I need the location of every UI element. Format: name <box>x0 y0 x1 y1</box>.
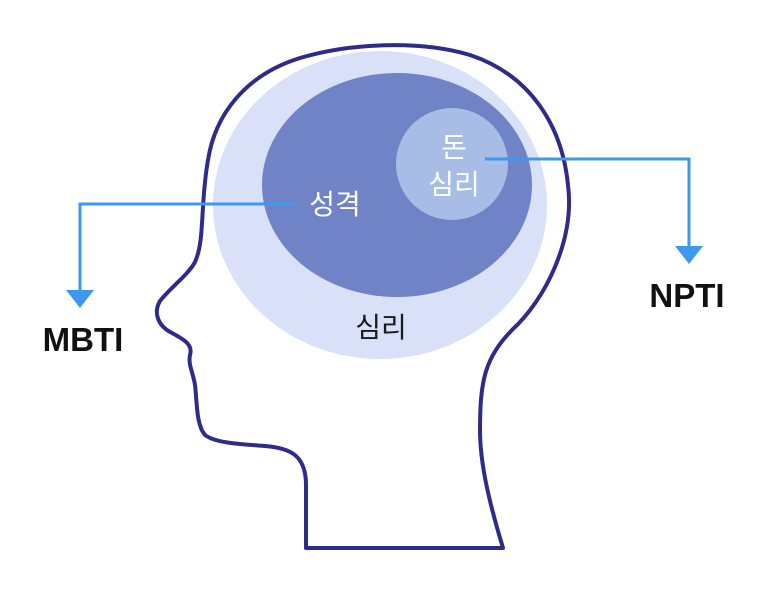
personality-label: 성격 <box>309 188 361 221</box>
money-label-line2: 심리 <box>428 168 480 201</box>
npti-arrowhead-icon <box>675 246 703 264</box>
mbti-label: MBTI <box>43 321 124 358</box>
npti-label: NPTI <box>649 277 724 314</box>
money-label-line1: 돈 <box>441 131 467 164</box>
psychology-label: 심리 <box>355 311 407 344</box>
money-psychology-region <box>396 108 508 220</box>
mbti-arrowhead-icon <box>66 290 94 308</box>
npti-connector-line <box>485 157 691 248</box>
head-outline <box>154 43 571 550</box>
mbti-connector-line <box>78 202 296 292</box>
